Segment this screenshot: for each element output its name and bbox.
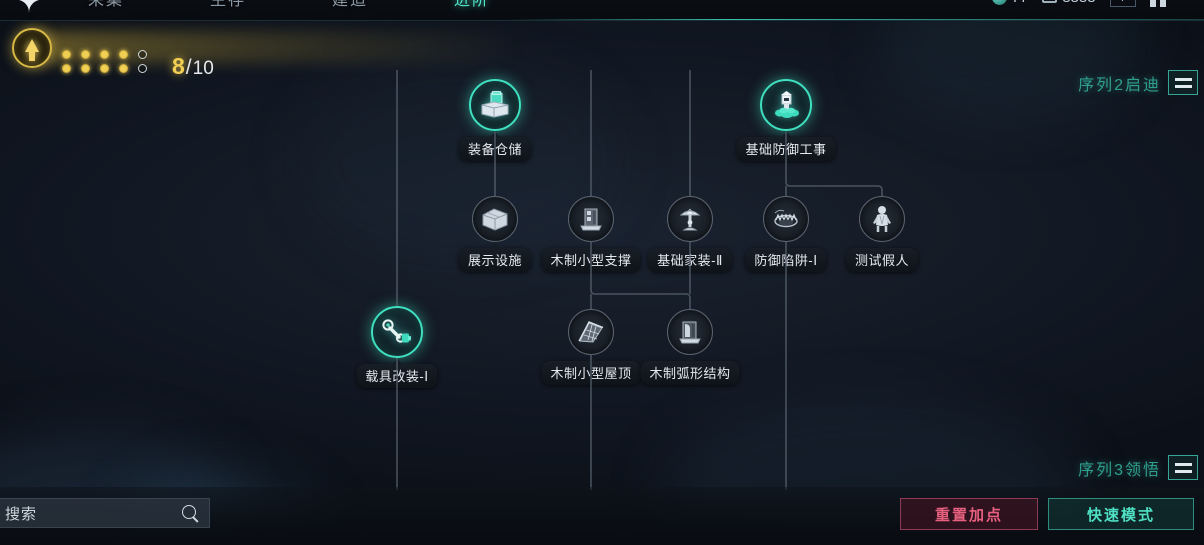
tech-node-ring bbox=[667, 309, 713, 355]
sequence-2-menu-button[interactable] bbox=[1168, 70, 1198, 95]
roof-icon bbox=[577, 320, 605, 344]
piston-icon bbox=[382, 319, 412, 345]
level-point-dots bbox=[62, 50, 157, 78]
level-dot bbox=[81, 64, 90, 73]
sequence-3-label: 序列3领悟 bbox=[1078, 461, 1161, 479]
sequence-2-label: 序列2启迪 bbox=[1078, 76, 1161, 94]
coin-icon bbox=[1042, 0, 1058, 3]
tab-advance[interactable]: 进阶 bbox=[454, 0, 491, 9]
search-input[interactable]: 搜索 bbox=[0, 498, 210, 528]
level-dot bbox=[100, 64, 109, 73]
tab-gather[interactable]: 采集 bbox=[88, 0, 125, 9]
reset-points-button[interactable]: 重置加点 bbox=[900, 498, 1038, 530]
coin-currency: 8888 bbox=[1042, 0, 1096, 6]
tech-node-ring bbox=[667, 196, 713, 242]
add-currency-button[interactable]: + bbox=[1109, 0, 1136, 7]
arch-block-icon bbox=[677, 319, 703, 345]
tech-node-ring bbox=[763, 196, 809, 242]
tech-node-ring bbox=[469, 79, 521, 131]
gem-amount: 77 bbox=[1012, 0, 1029, 6]
coin-amount: 8888 bbox=[1062, 0, 1095, 6]
sequence-3-menu-button[interactable] bbox=[1168, 455, 1198, 480]
quick-mode-button[interactable]: 快速模式 bbox=[1048, 498, 1194, 530]
tech-node-label: 展示设施 bbox=[458, 248, 532, 272]
gem-currency: 77 bbox=[991, 0, 1029, 6]
points-current: 8 bbox=[172, 53, 185, 79]
sequence-marker-3[interactable]: 序列3领悟 bbox=[1078, 455, 1198, 480]
level-points-text: 8/10 bbox=[172, 53, 214, 80]
tech-node-label: 木制弧形结构 bbox=[640, 361, 740, 385]
tech-node-label: 测试假人 bbox=[845, 248, 919, 272]
category-tabs: 采集 生存 建造 进阶 bbox=[88, 0, 490, 10]
top-right-controls: 77 8888 + ↶ bbox=[991, 0, 1198, 10]
level-dot bbox=[62, 50, 71, 59]
level-dot bbox=[119, 64, 128, 73]
tech-node-ring bbox=[568, 309, 614, 355]
top-navigation-bar: ✦ 采集 生存 建造 进阶 77 8888 + ↶ bbox=[0, 0, 1204, 21]
dummy-icon bbox=[870, 205, 894, 233]
pause-icon[interactable] bbox=[1149, 0, 1166, 7]
level-dot bbox=[138, 64, 147, 73]
level-dot bbox=[100, 50, 109, 59]
tab-survive[interactable]: 生存 bbox=[210, 0, 247, 9]
level-medal-icon bbox=[12, 28, 52, 68]
tech-node-ring bbox=[568, 196, 614, 242]
tab-build[interactable]: 建造 bbox=[332, 0, 369, 9]
points-max: 10 bbox=[192, 58, 214, 79]
bear-trap-icon bbox=[772, 207, 800, 231]
back-icon[interactable]: ↶ bbox=[1180, 0, 1198, 10]
star-logo-icon: ✦ bbox=[14, 0, 44, 20]
watchtower-icon bbox=[771, 91, 801, 119]
search-placeholder-text: 搜索 bbox=[5, 505, 38, 523]
level-dot bbox=[119, 50, 128, 59]
tech-node-ring bbox=[760, 79, 812, 131]
level-dot bbox=[138, 50, 147, 59]
sequence-marker-2[interactable]: 序列2启迪 bbox=[1078, 70, 1198, 95]
search-icon[interactable] bbox=[181, 504, 199, 522]
active-tab-underline bbox=[505, 19, 1204, 20]
wood-pillar-icon bbox=[578, 206, 604, 232]
bottom-action-bar: 搜索 重置加点 快速模式 bbox=[0, 487, 1204, 545]
points-separator: / bbox=[185, 56, 192, 79]
level-dot bbox=[81, 50, 90, 59]
tech-node-ring bbox=[859, 196, 905, 242]
storage-crate-icon bbox=[480, 91, 510, 119]
display-box-icon bbox=[481, 206, 509, 232]
level-dot bbox=[62, 64, 71, 73]
tech-node-ring bbox=[472, 196, 518, 242]
level-progress-bar: 8/10 bbox=[0, 21, 660, 79]
tech-node-ring bbox=[371, 306, 423, 358]
gem-icon bbox=[991, 0, 1007, 5]
lamp-icon bbox=[677, 206, 703, 232]
